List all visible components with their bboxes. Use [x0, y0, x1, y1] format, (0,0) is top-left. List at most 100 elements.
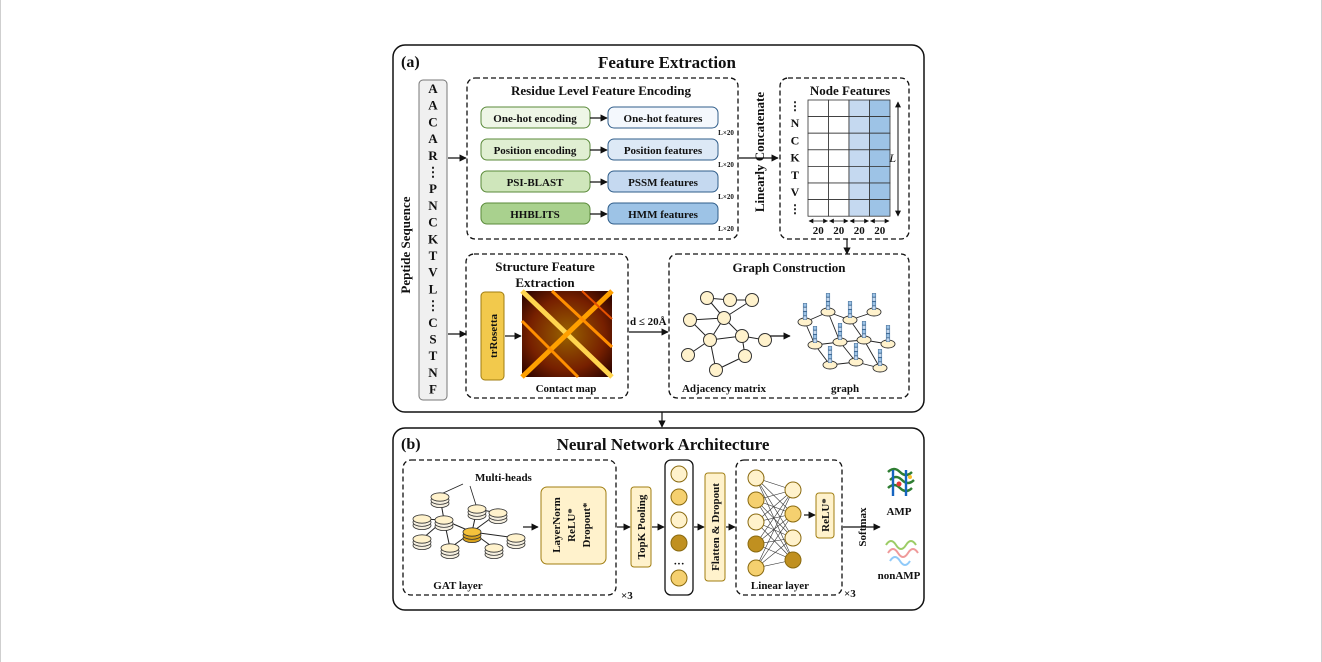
adjacency-label: Adjacency matrix — [682, 383, 767, 395]
relu-block — [815, 492, 835, 539]
sequence-letter: ⋮ — [427, 165, 440, 180]
sequence-letter: L — [429, 281, 438, 296]
node-feature-matrix — [807, 99, 891, 217]
norm-line-1: ReLU* — [566, 508, 578, 542]
matrix-cell — [828, 182, 850, 201]
length-label: L — [888, 151, 896, 165]
residue-row-0: One-hot encoding One-hot features L×20 — [480, 106, 734, 137]
sequence-letter: V — [428, 265, 438, 280]
feature-vector-cell — [847, 301, 853, 306]
multi-heads-pointer — [440, 483, 464, 495]
linear-edge — [755, 513, 794, 569]
graph-construction-title: Graph Construction — [732, 260, 846, 275]
feature-vector-cell — [825, 293, 831, 298]
node-features-title: Node Features — [810, 83, 890, 98]
gat-layer-box — [402, 459, 617, 596]
pooled-node — [670, 534, 688, 552]
sequence-letter: A — [428, 98, 438, 113]
panel-b-label: (b) — [401, 436, 421, 453]
matrix-cell — [828, 165, 850, 184]
feature-vector-cell — [802, 303, 808, 308]
amp-structure-icon — [887, 467, 915, 496]
matrix-cell — [828, 99, 850, 118]
sequence-letter: F — [429, 382, 437, 397]
linear-output-node — [784, 529, 802, 547]
pooled-nodes — [670, 465, 688, 587]
panel-b-title: Neural Network Architecture — [557, 435, 770, 454]
sequence-letter: R — [428, 148, 438, 163]
feature-vector-cell — [847, 309, 853, 314]
graph-node — [717, 311, 731, 325]
feature-vector-cell — [802, 311, 808, 316]
feature-vector-cell — [837, 327, 843, 332]
graph-label: graph — [831, 383, 859, 395]
panel-a-title: Feature Extraction — [598, 53, 737, 72]
repeat-1-label: ×3 — [621, 590, 633, 602]
sequence-letter: C — [428, 215, 437, 230]
feature-vector-cell — [837, 331, 843, 336]
contact-map-label: Contact map — [536, 383, 597, 395]
length-indicator: L — [888, 101, 901, 217]
pooled-ellipsis: ··· — [673, 558, 684, 570]
matrix-cell — [828, 199, 850, 217]
pooled-node — [670, 465, 688, 483]
feature-vector-cell — [877, 361, 883, 366]
softmax-label: Softmax — [857, 507, 869, 547]
gat-node-layer — [434, 515, 454, 525]
dim-label: L×20 — [718, 161, 734, 169]
pooled-node — [670, 488, 688, 506]
linear-edge — [755, 499, 794, 539]
gat-node-layer — [440, 543, 460, 553]
sequence-letter: K — [428, 231, 439, 246]
node-features-box — [779, 77, 910, 240]
matrix-cell — [807, 165, 829, 184]
contact-band — [581, 290, 613, 320]
sequence-letter: A — [428, 81, 438, 96]
trrosetta-box — [480, 291, 505, 381]
col-dim-label: 20 — [854, 225, 866, 237]
threshold-label: d ≤ 20Å — [630, 316, 667, 328]
node-letter: C — [791, 133, 800, 147]
dim-label: L×20 — [718, 193, 734, 201]
feature-graph — [797, 293, 896, 373]
feature-vector-cell — [802, 307, 808, 312]
feature-vector-cell — [885, 337, 891, 342]
feature-vector-cell — [853, 351, 859, 356]
multi-heads-pointer — [469, 485, 477, 506]
matrix-cell — [807, 182, 829, 201]
sequence-letter: N — [428, 198, 438, 213]
linear-network — [747, 469, 802, 577]
matrix-cell — [869, 165, 891, 184]
matrix-cell — [869, 182, 891, 201]
feature-graph-edge — [863, 339, 881, 369]
nonamp-label: nonAMP — [878, 570, 921, 582]
gat-node-layer — [506, 533, 526, 543]
dim-label: L×20 — [718, 225, 734, 233]
gat-node-layer — [412, 514, 432, 524]
sequence-column — [418, 79, 448, 401]
norm-block — [540, 486, 607, 565]
feature-vector-cell — [877, 349, 883, 354]
feature-vector-cell — [812, 326, 818, 331]
feature-vector-cell — [861, 325, 867, 330]
feature-vector-cell — [853, 343, 859, 348]
method-label: Position encoding — [494, 145, 577, 157]
col-dim-label: 20 — [874, 225, 886, 237]
matrix-cell — [807, 132, 829, 151]
feature-vector-cell — [847, 313, 853, 318]
gat-graph — [412, 483, 526, 560]
feature-vector-cell — [853, 347, 859, 352]
feature-vector-cell — [825, 297, 831, 302]
trrosetta-label: trRosetta — [488, 314, 500, 358]
feature-vector-cell — [827, 354, 833, 359]
matrix-cell — [869, 149, 891, 167]
feature-vector-cell — [877, 357, 883, 362]
method-label: PSI-BLAST — [507, 177, 565, 189]
residue-row-3: HHBLITS HMM features L×20 — [480, 202, 734, 233]
linear-edge — [755, 489, 794, 545]
residue-encoding-title: Residue Level Feature Encoding — [511, 83, 691, 98]
sequence-letter: A — [428, 131, 438, 146]
